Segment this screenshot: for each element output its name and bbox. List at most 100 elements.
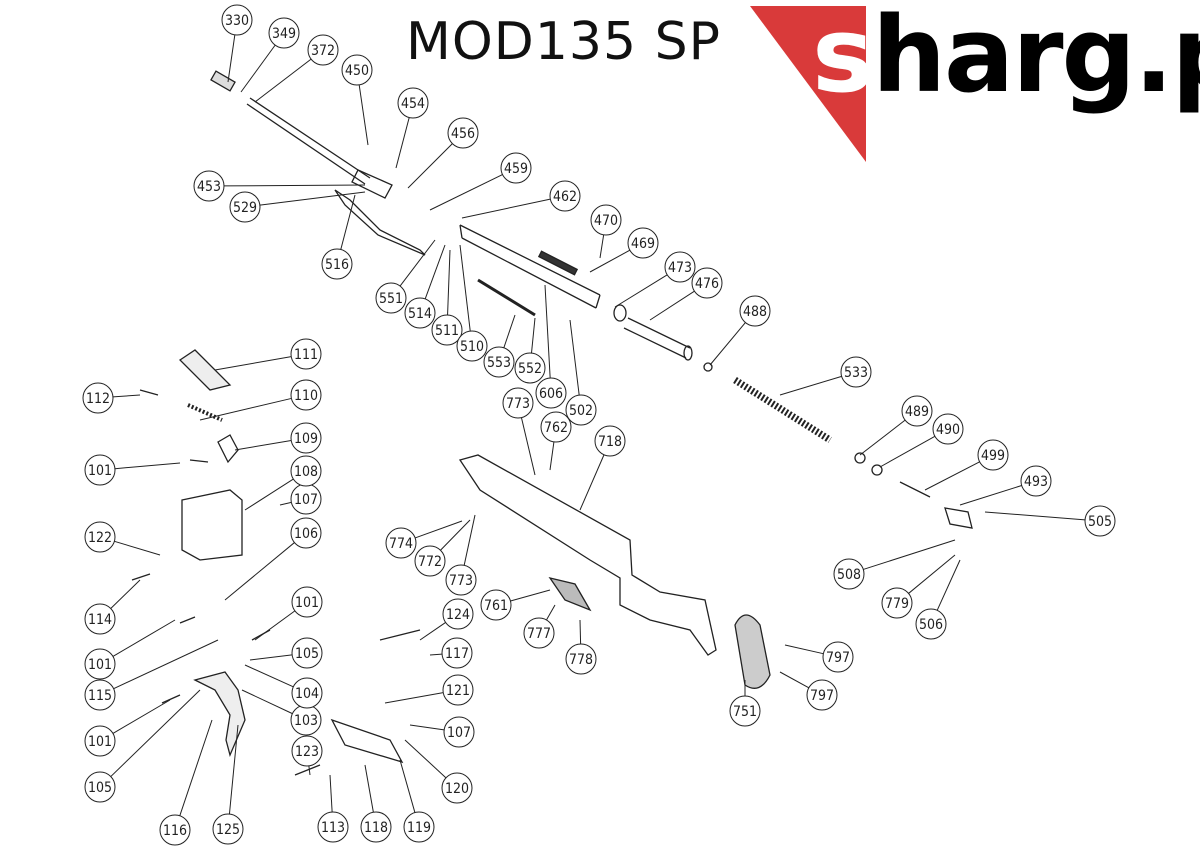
- callout-label: 470: [594, 213, 618, 229]
- part-callout-508: 508: [833, 539, 956, 590]
- leader-line: [279, 501, 292, 506]
- callout-label: 103: [294, 713, 318, 729]
- leader-line: [429, 174, 503, 211]
- leader-line: [113, 639, 219, 690]
- leader-line: [614, 274, 668, 308]
- part-callout-772: 772: [414, 519, 471, 577]
- leader-line: [114, 540, 161, 556]
- callout-label: 106: [294, 526, 318, 542]
- callout-label: 330: [225, 13, 249, 29]
- callout-circle: [385, 527, 417, 559]
- leader-line: [579, 619, 582, 645]
- callout-circle: [414, 545, 446, 577]
- cocking-lever-part: [334, 189, 426, 256]
- callout-label: 124: [446, 607, 470, 623]
- logo-letter-s: s: [812, 0, 874, 116]
- callout-circle: [483, 346, 515, 378]
- callout-circle: [549, 180, 581, 212]
- part-callout-115: 115: [84, 639, 219, 711]
- part-callout-112: 112: [82, 382, 141, 414]
- callout-label: 113: [321, 820, 345, 836]
- part-callout-101: 101: [84, 454, 181, 486]
- washers-part: [703, 362, 883, 476]
- callout-circle: [441, 637, 473, 669]
- callout-circle: [360, 811, 392, 843]
- callout-label: 116: [163, 823, 187, 839]
- leader-line: [249, 654, 293, 661]
- callout-label: 761: [484, 598, 508, 614]
- part-callout-493: 493: [959, 465, 1052, 506]
- callout-label: 514: [408, 306, 432, 322]
- part-callout-797: 797: [784, 641, 854, 673]
- leader-line: [112, 394, 141, 398]
- part-callout-502: 502: [565, 319, 597, 426]
- callout-circle: [500, 152, 532, 184]
- leader-line: [214, 356, 292, 371]
- callout-circle: [594, 425, 626, 457]
- callout-label: 111: [294, 347, 318, 363]
- part-callout-118: 118: [360, 764, 392, 843]
- trigger-rod-part: [477, 278, 536, 317]
- callout-label: 104: [295, 686, 319, 702]
- callout-circle: [82, 382, 114, 414]
- callout-label: 122: [88, 530, 112, 546]
- callout-label: 606: [539, 386, 563, 402]
- leader-line: [241, 689, 293, 715]
- part-callout-107: 107: [409, 716, 475, 748]
- callout-label: 516: [325, 257, 349, 273]
- leader-line: [419, 622, 446, 641]
- callout-label: 473: [668, 260, 692, 276]
- leader-line: [779, 375, 842, 396]
- part-callout-101: 101: [84, 699, 171, 757]
- callout-label: 110: [294, 388, 318, 404]
- part-callout-551: 551: [375, 239, 436, 314]
- callout-label: 553: [487, 355, 511, 371]
- callout-circle: [229, 191, 261, 223]
- part-callout-510: 510: [456, 244, 488, 362]
- leader-line: [424, 244, 446, 300]
- callout-circle: [268, 17, 300, 49]
- callout-circle: [290, 517, 322, 549]
- leader-line: [936, 559, 961, 611]
- part-callout-111: 111: [214, 338, 322, 371]
- logo-text: harg.pl: [872, 0, 1200, 116]
- part-callout-718: 718: [579, 425, 626, 511]
- leader-line: [984, 511, 1086, 521]
- callout-circle: [456, 330, 488, 362]
- part-callout-124: 124: [419, 598, 474, 641]
- callout-circle: [84, 725, 116, 757]
- leader-line: [244, 664, 294, 688]
- leader-line: [459, 244, 471, 332]
- leader-line: [179, 719, 213, 816]
- callout-circle: [1084, 505, 1116, 537]
- part-callout-107: 107: [279, 483, 322, 515]
- leader-line: [859, 419, 906, 456]
- callout-circle: [84, 521, 116, 553]
- leader-line: [358, 84, 369, 146]
- part-callout-123: 123: [291, 735, 323, 776]
- leader-line: [110, 579, 141, 609]
- callout-label: 450: [345, 63, 369, 79]
- leader-line: [399, 239, 436, 287]
- callout-label: 529: [233, 200, 257, 216]
- leader-line: [224, 542, 295, 601]
- leader-line: [549, 441, 555, 471]
- callout-label: 105: [88, 780, 112, 796]
- trigger-guard-part: [548, 576, 592, 612]
- callout-circle: [1020, 465, 1052, 497]
- callout-label: 490: [936, 422, 960, 438]
- leader-line: [463, 514, 476, 566]
- callout-circle: [291, 586, 323, 618]
- callout-label: 511: [435, 323, 459, 339]
- leader-line: [114, 462, 181, 470]
- callout-circle: [291, 677, 323, 709]
- leader-line: [340, 194, 356, 250]
- callout-circle: [833, 558, 865, 590]
- callout-circle: [502, 387, 534, 419]
- callout-label: 774: [389, 536, 413, 552]
- callout-circle: [932, 413, 964, 445]
- leader-line: [959, 485, 1022, 506]
- part-callout-514: 514: [404, 244, 446, 329]
- spring-part: [187, 403, 223, 422]
